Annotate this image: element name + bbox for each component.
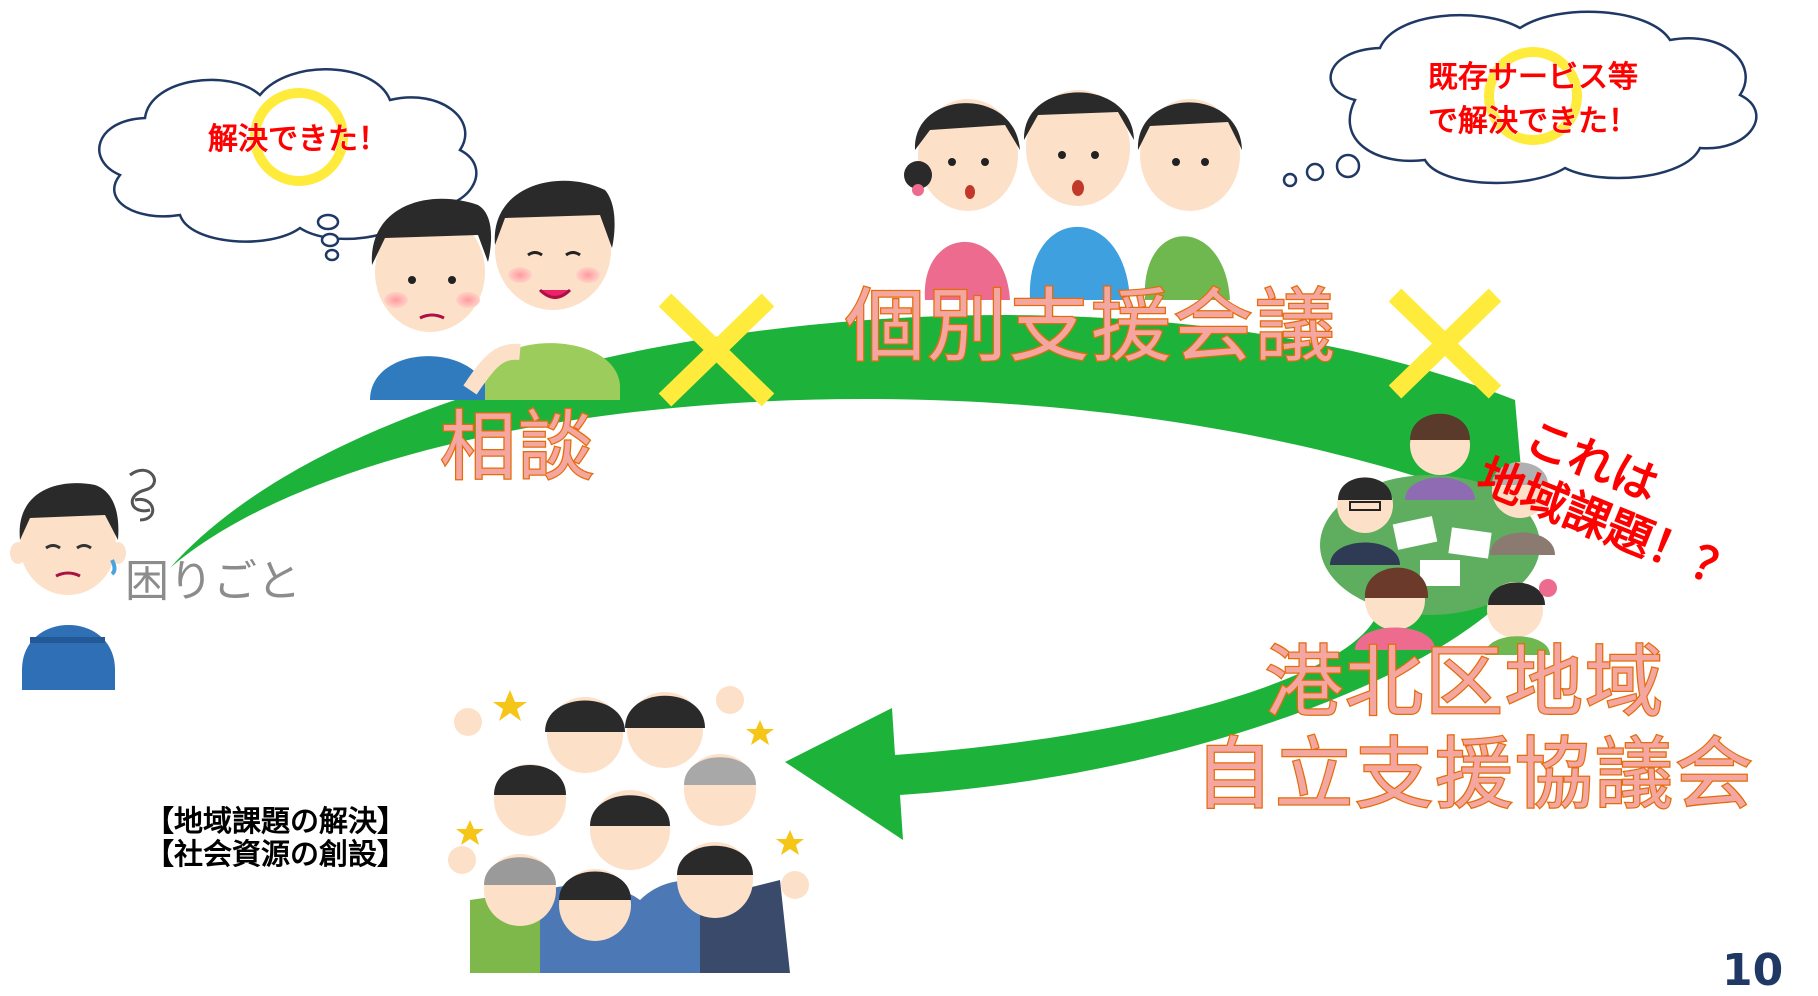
consultation-pair (370, 180, 620, 400)
trouble-label: 困りごと (125, 556, 301, 607)
celebrating-crowd (448, 686, 809, 973)
cross-right (1388, 288, 1502, 399)
troubled-person (10, 468, 156, 690)
council-label-line1: 港北区地域 (1264, 637, 1666, 730)
page-number: 10 (1722, 945, 1784, 996)
cycle-arrow (170, 315, 1536, 840)
council-label-line2: 自立支援協議会 (1194, 729, 1756, 822)
outcomes-line2: 【社会資源の創設】 (145, 837, 407, 872)
outcomes-line1: 【地域課題の解決】 (145, 804, 407, 838)
ring-right (1484, 47, 1582, 145)
thought-cloud-right (1282, 10, 1758, 188)
individual-meeting-label: 個別支援会議 (844, 279, 1337, 375)
upper-arrow-band (170, 315, 1525, 568)
outcomes-label: 【地域課題の解決】 【社会資源の創設】 (145, 804, 407, 872)
thought-left-text: 解決できた！ (208, 122, 389, 158)
lower-arrow-band (785, 515, 1536, 840)
ring-left (250, 88, 348, 186)
cross-left (658, 293, 775, 407)
council-meeting-group (1320, 413, 1557, 655)
diagram-graphics (10, 10, 1758, 973)
thought-right-line2: で解決できた！ (1428, 104, 1639, 140)
thought-cloud-left (98, 68, 478, 262)
cycle-diagram: 相談 個別支援会議 港北区地域 自立支援協議会 困りごと 解決できた！ 既存サー… (10, 10, 1783, 996)
thought-right-line1: 既存サービス等 (1428, 60, 1639, 96)
meeting-trio (904, 90, 1242, 300)
consult-label: 相談 (439, 401, 596, 493)
